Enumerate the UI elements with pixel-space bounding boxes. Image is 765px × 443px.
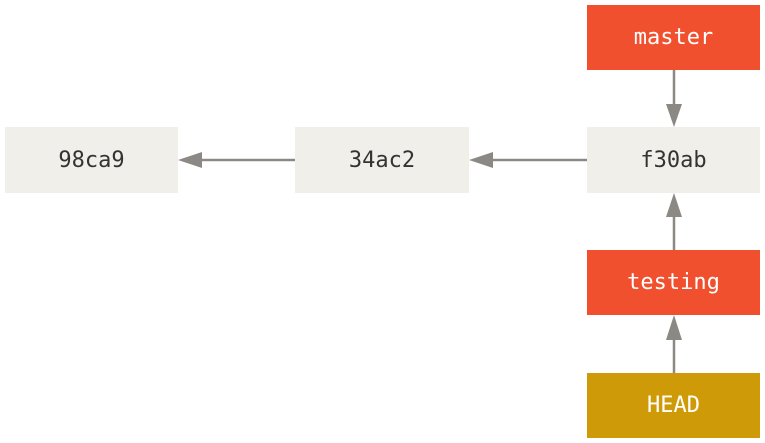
commit-id: 34ac2 <box>348 147 416 173</box>
branch-testing: testing <box>587 250 760 315</box>
arrowhead-icon <box>666 315 682 340</box>
commit-34ac2: 34ac2 <box>295 127 469 193</box>
commit-f30ab: f30ab <box>587 127 760 193</box>
head-label: HEAD <box>647 393 700 418</box>
branch-master: master <box>587 5 760 70</box>
commit-98ca9: 98ca9 <box>5 127 178 193</box>
arrowhead-icon <box>666 104 682 127</box>
arrowhead-icon <box>666 193 682 217</box>
head-pointer: HEAD <box>587 373 760 438</box>
branch-label: testing <box>627 270 720 295</box>
arrowhead-icon <box>469 152 493 168</box>
commit-id: f30ab <box>640 147 707 173</box>
commit-id: 98ca9 <box>58 147 125 173</box>
branch-label: master <box>633 25 714 50</box>
arrowhead-icon <box>178 152 202 168</box>
